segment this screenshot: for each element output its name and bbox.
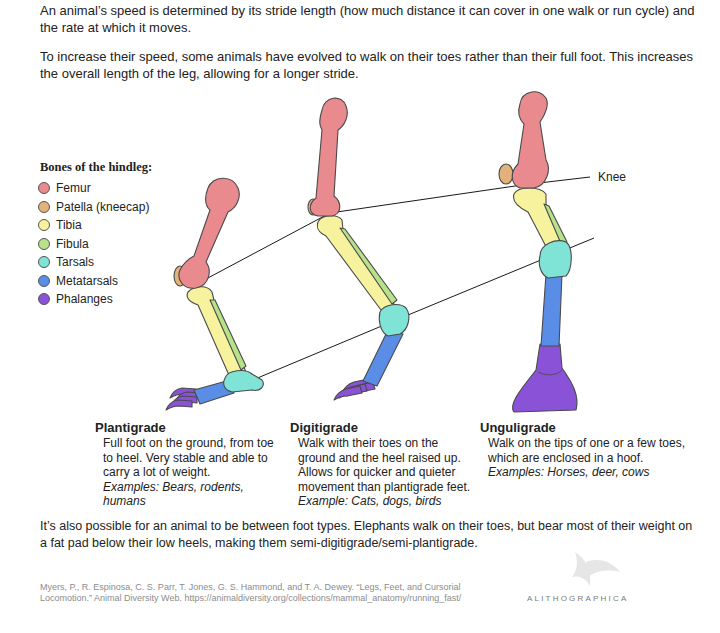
text-group: Myers, P., R. Espinosa, C. S. Parr, T. J… bbox=[40, 582, 500, 604]
source-citation: Myers, P., R. Espinosa, C. S. Parr, T. J… bbox=[40, 582, 500, 604]
legend-label: Tibia bbox=[56, 218, 82, 232]
tarsal-bones bbox=[379, 305, 409, 336]
foot-type-title: Digitigrade bbox=[290, 420, 475, 436]
foot-type-examples: Examples: Horses, deer, cows bbox=[480, 465, 690, 480]
metatarsal-bones bbox=[363, 330, 403, 386]
foot-type-examples: Example: Cats, dogs, birds bbox=[290, 494, 475, 509]
logo-bird bbox=[572, 552, 620, 586]
watermark-text: ALITHOGRAPHICA bbox=[527, 594, 712, 604]
text-group: ALITHOGRAPHICA bbox=[527, 594, 712, 604]
legend-row: Tarsals bbox=[38, 254, 94, 270]
legend-swatch bbox=[38, 182, 50, 194]
legend-swatch bbox=[38, 256, 50, 268]
plantigrade-leg bbox=[166, 178, 263, 410]
text-group: UnguligradeWalk on the tips of one or a … bbox=[480, 420, 690, 480]
unguligrade-leg bbox=[499, 92, 577, 412]
legend-swatch bbox=[38, 293, 50, 305]
legend-row: Phalanges bbox=[38, 291, 113, 307]
legend-row: Patella (kneecap) bbox=[38, 199, 149, 215]
legend-label: Fibula bbox=[56, 237, 89, 251]
femur-bone bbox=[512, 92, 548, 188]
fibula-bone bbox=[544, 204, 567, 246]
text-group: Bones of the hindleg: bbox=[40, 160, 240, 175]
foot-type-description: Walk with their toes on the ground and t… bbox=[290, 436, 475, 494]
legend-row: Tibia bbox=[38, 217, 82, 233]
intro-paragraph: An animal’s speed is determined by its s… bbox=[40, 2, 700, 36]
digitigrade-leg bbox=[308, 98, 409, 400]
text-group: DigitigradeWalk with their toes on the g… bbox=[290, 420, 475, 509]
text-group: PlantigradeFull foot on the ground, from… bbox=[95, 420, 285, 509]
tibia-bone bbox=[187, 287, 246, 384]
legend-label: Femur bbox=[56, 181, 91, 195]
text-group: An animal’s speed is determined by its s… bbox=[40, 2, 700, 94]
legend-label: Tarsals bbox=[56, 255, 94, 269]
legend-title: Bones of the hindleg: bbox=[40, 160, 240, 175]
tarsal-bones bbox=[224, 371, 264, 392]
note-paragraph: It’s also possible for an animal to be b… bbox=[40, 518, 700, 552]
legend-swatch bbox=[38, 275, 50, 287]
legend-label: Patella (kneecap) bbox=[56, 200, 149, 214]
legend-swatch bbox=[38, 219, 50, 231]
legend-row: Femur bbox=[38, 180, 91, 196]
femur-bone bbox=[179, 178, 239, 288]
hoof-joint-line bbox=[538, 370, 562, 375]
foot-type-title: Plantigrade bbox=[95, 420, 285, 436]
legend-row: Fibula bbox=[38, 236, 89, 252]
femur-bone bbox=[310, 98, 347, 216]
intro-paragraph: To increase their speed, some animals ha… bbox=[40, 48, 700, 82]
legend-row: Metatarsals bbox=[38, 273, 118, 289]
text-group: It’s also possible for an animal to be b… bbox=[40, 518, 700, 552]
claw bbox=[166, 400, 192, 410]
fibula-bone bbox=[210, 300, 246, 370]
tibia-bone bbox=[317, 216, 395, 316]
legend-swatch bbox=[38, 201, 50, 213]
fibula-bone bbox=[340, 228, 397, 304]
foot-type-description: Walk on the tips of one or a few toes, w… bbox=[480, 436, 690, 465]
foot-type-title: Unguligrade bbox=[480, 420, 690, 436]
knee-label: Knee bbox=[598, 170, 658, 184]
patella-bone bbox=[499, 164, 513, 184]
text-group: Knee bbox=[598, 170, 658, 184]
logo-wing bbox=[586, 560, 620, 577]
legend-label: Metatarsals bbox=[56, 274, 118, 288]
foot-type-examples: Examples: Bears, rodents, humans bbox=[95, 480, 285, 509]
hoof-phalanges bbox=[513, 344, 577, 412]
tarsal-bones bbox=[539, 241, 571, 278]
metatarsal-bones bbox=[541, 274, 562, 346]
legend-label: Phalanges bbox=[56, 292, 113, 306]
foot-type-description: Full foot on the ground, from toe to hee… bbox=[95, 436, 285, 480]
claw bbox=[334, 386, 362, 400]
legend-swatch bbox=[38, 238, 50, 250]
